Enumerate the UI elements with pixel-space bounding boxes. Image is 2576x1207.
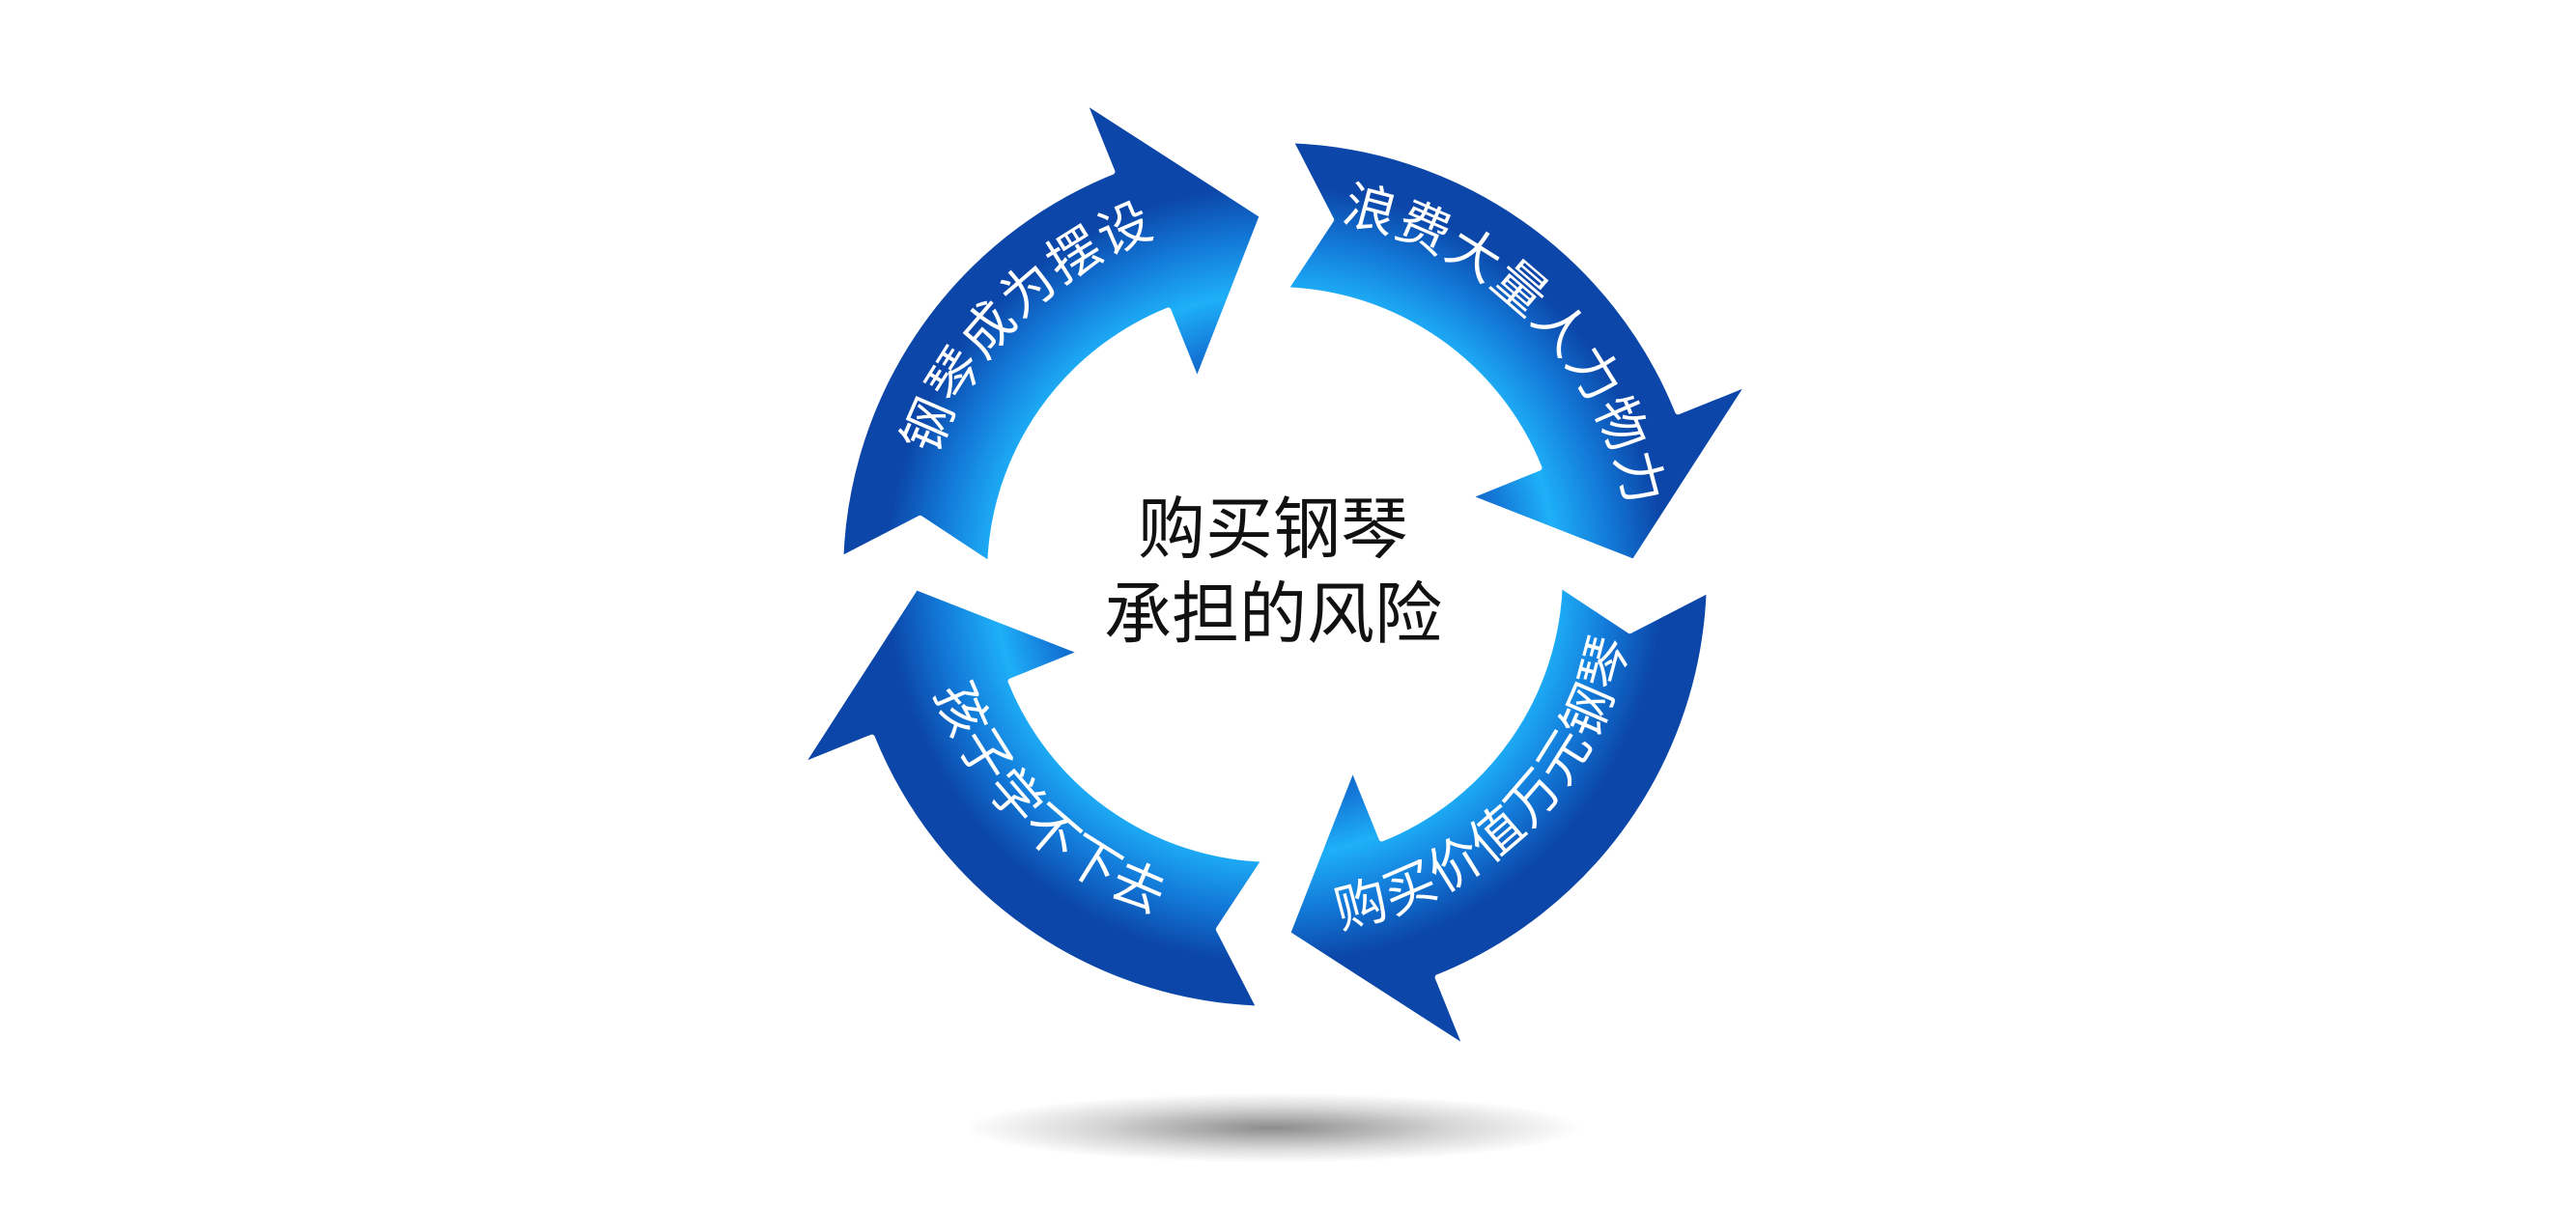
cycle-arrows (797, 97, 1753, 1053)
center-title-line-2: 承担的风险 (1104, 575, 1442, 654)
arrow-step-3 (1285, 581, 1713, 1053)
arrow-step-4 (797, 584, 1268, 1012)
arrow-step-2 (1282, 137, 1753, 565)
floor-shadow (964, 1093, 1582, 1163)
arrow-step-1 (837, 97, 1265, 568)
center-title-line-1: 购买钢琴 (1138, 490, 1408, 569)
